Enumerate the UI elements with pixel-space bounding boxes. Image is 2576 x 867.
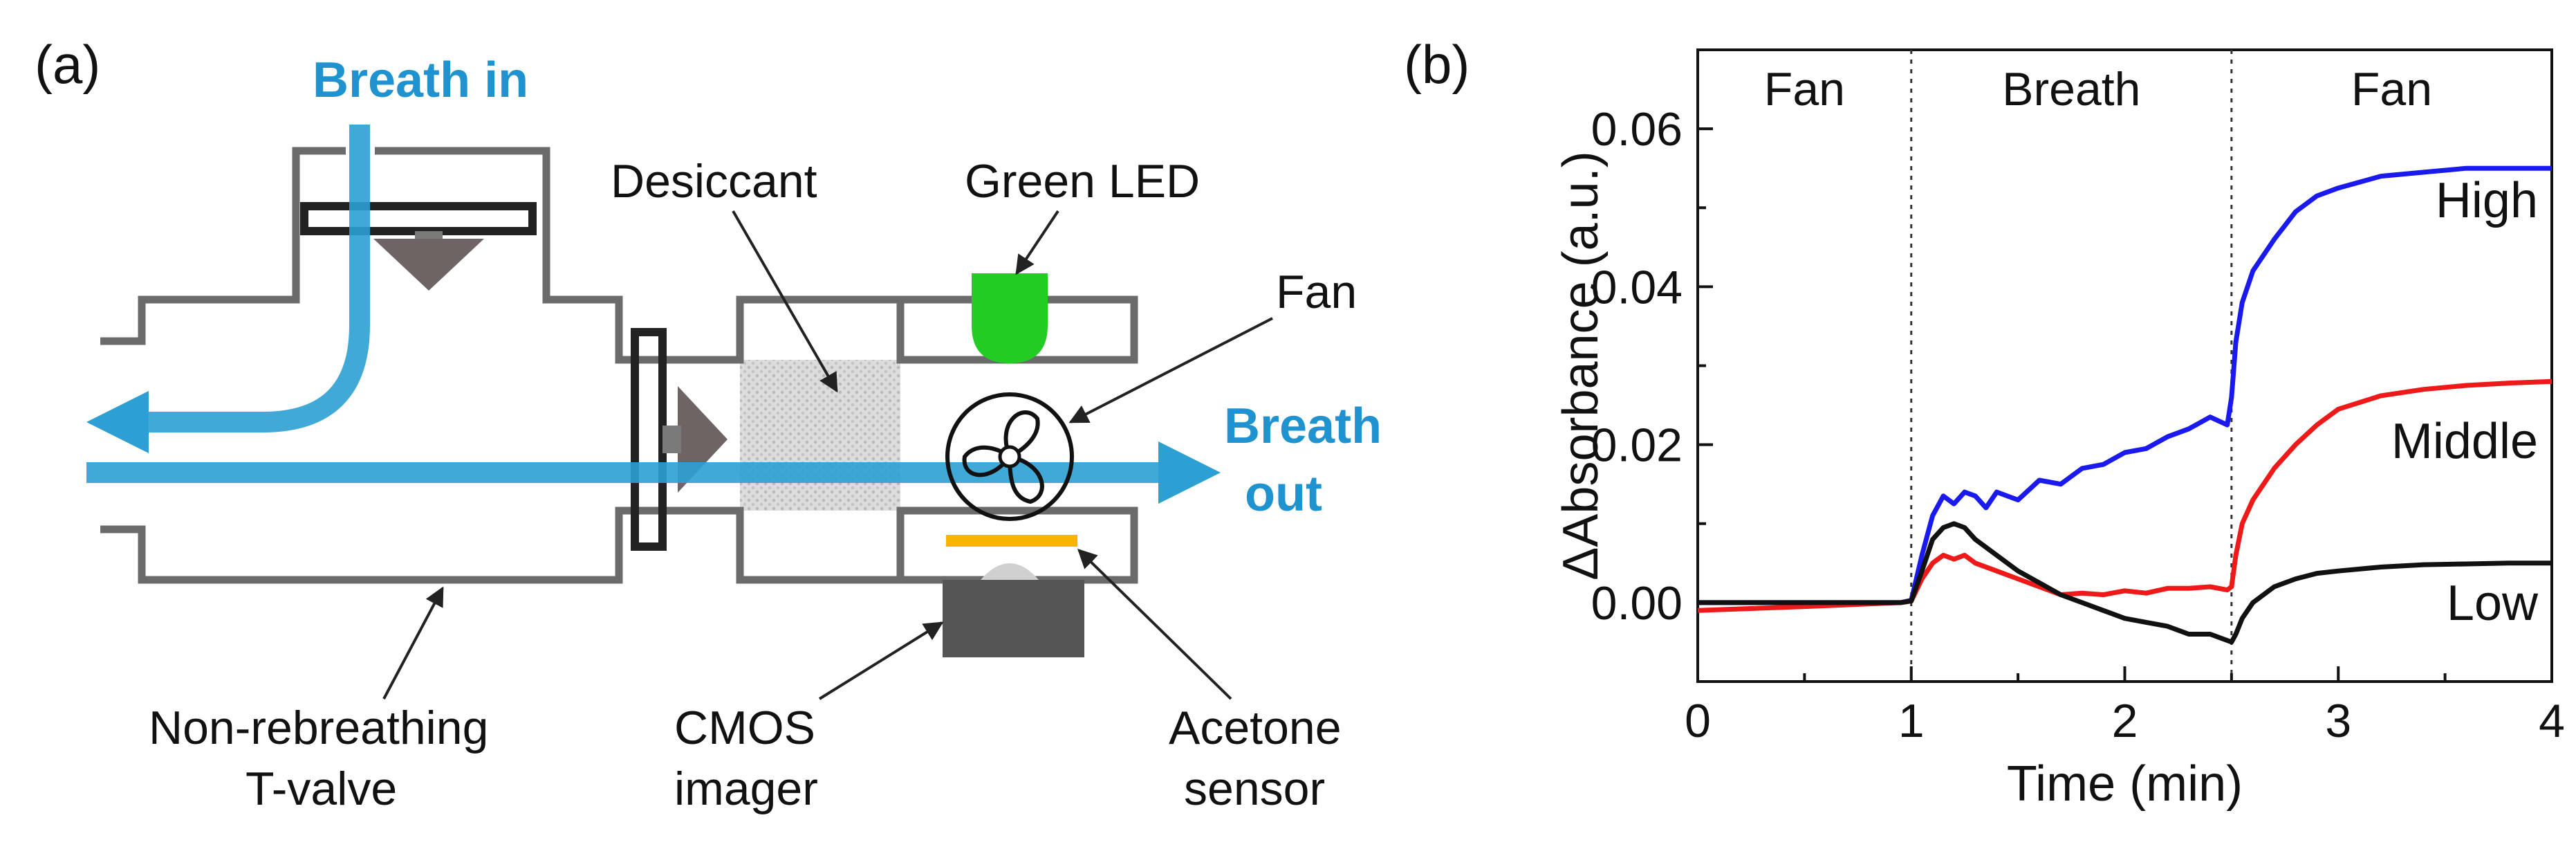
phase-label-2: Fan bbox=[2351, 63, 2432, 116]
valve-label-line1: Non-rebreathing bbox=[149, 702, 488, 754]
panel-b-label: (b) bbox=[1404, 34, 1470, 95]
series-label-low: Low bbox=[2447, 576, 2539, 631]
cmos-label-line1: CMOS bbox=[674, 702, 815, 754]
plot-frame bbox=[1696, 48, 2553, 683]
breath-in-arrow bbox=[86, 125, 370, 453]
desiccant-filter bbox=[740, 360, 900, 511]
y-tick-label-0: 0.00 bbox=[1591, 577, 1683, 630]
cmos-leader bbox=[818, 621, 944, 700]
panel-b: (b) Fan Breath Fan 0 1 2 3 4 0.00 0.02 0.04 0.06Tim… bbox=[1404, 34, 2565, 812]
y-tick-label-1: 0.02 bbox=[1591, 419, 1683, 472]
cmos-label-line2: imager bbox=[674, 763, 818, 815]
housing-divider bbox=[615, 300, 1138, 580]
desiccant-leader bbox=[732, 210, 838, 393]
phase-label-1: Breath bbox=[2002, 63, 2140, 116]
outlet-valve-stem bbox=[662, 426, 681, 453]
cmos-imager bbox=[943, 580, 1084, 657]
green-led-label: Green LED bbox=[965, 155, 1200, 208]
y-tick-label-2: 0.04 bbox=[1591, 261, 1683, 313]
x-tick-label-1: 1 bbox=[1898, 695, 1925, 747]
fan-label: Fan bbox=[1276, 266, 1357, 318]
x-tick-label-3: 3 bbox=[2325, 695, 2351, 747]
inlet-valve-cone bbox=[373, 239, 484, 291]
t-valve-housing-top-inner bbox=[292, 151, 550, 185]
green-led-leader bbox=[1015, 210, 1059, 275]
imager-lens bbox=[981, 563, 1039, 580]
x-axis-label: Time (min) bbox=[2007, 756, 2243, 812]
fan-icon bbox=[945, 392, 1074, 521]
y-axis-label: ΔAbsorbance (a.u.) bbox=[1553, 151, 1609, 580]
breath-out-label-line1: Breath bbox=[1224, 399, 1382, 454]
series-label-high: High bbox=[2436, 173, 2538, 228]
y-tick-label-3: 0.06 bbox=[1591, 103, 1683, 156]
x-tick-label-0: 0 bbox=[1685, 695, 1711, 747]
panel-a: (a) Breath i bbox=[35, 34, 1382, 815]
acetone-label-line1: Acetone bbox=[1169, 702, 1342, 754]
panel-a-label: (a) bbox=[35, 34, 100, 95]
x-tick-label-2: 2 bbox=[2112, 695, 2138, 747]
acetone-leader bbox=[1077, 549, 1232, 700]
phase-label-0: Fan bbox=[1764, 63, 1845, 116]
valve-leader bbox=[382, 586, 444, 700]
acetone-label-line2: sensor bbox=[1184, 763, 1325, 815]
desiccant-label: Desiccant bbox=[611, 155, 817, 208]
inlet-valve-disc bbox=[300, 202, 537, 235]
series-line-high bbox=[1698, 165, 2552, 605]
series-label-middle: Middle bbox=[2391, 414, 2538, 469]
series-line-low bbox=[1698, 521, 2552, 645]
green-led bbox=[972, 273, 1048, 363]
acetone-sensor bbox=[946, 535, 1077, 547]
breath-in-label: Breath in bbox=[313, 53, 528, 108]
fan-leader bbox=[1068, 317, 1273, 423]
x-tick-label-4: 4 bbox=[2539, 695, 2565, 747]
breath-out-label-line2: out bbox=[1245, 466, 1322, 522]
series-line-middle bbox=[1697, 378, 2552, 613]
valve-label-line2: T-valve bbox=[245, 763, 397, 815]
